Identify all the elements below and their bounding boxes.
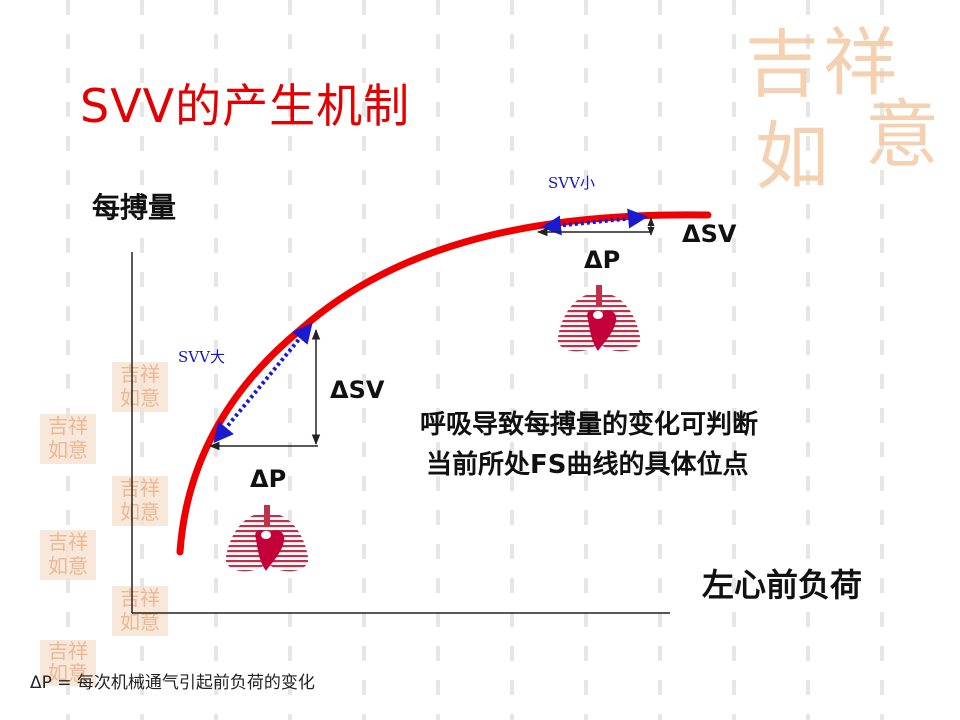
explanation-line-1: 呼吸导致每搏量的变化可判断 [420,410,759,440]
watermark-glyph: 吉 [48,530,68,554]
delta-p-upper-label: ΔP [584,246,621,274]
watermark-glyph: 意 [140,610,160,634]
watermark-glyph: 祥 [68,414,88,438]
watermark-small-6: 吉祥如意 [40,640,96,686]
x-axis-label: 左心前负荷 [702,566,863,604]
frank-starling-curve [176,211,712,556]
watermark-glyph: 吉 [48,414,68,438]
watermark-glyph: 吉 [120,476,140,500]
watermark-small-4: 吉祥如意 [40,530,96,580]
page-title: SVV的产生机制 [80,79,411,133]
watermark-glyph: 意 [68,438,88,462]
footnote: ΔP = 每次机械通气引起前负荷的变化 [30,673,315,693]
watermark-glyph: 意 [140,500,160,524]
watermark-glyph: 意 [68,661,88,685]
watermark-glyph: 意 [865,92,939,178]
watermark-glyph: 如 [120,500,140,524]
heart-lung-lower-icon [225,505,309,572]
watermark-small-5: 吉祥如意 [112,586,168,636]
y-axis-label: 每搏量 [92,191,177,224]
watermark-large: 吉 祥 如 意 [745,5,955,200]
watermark-glyph: 如 [120,386,140,410]
delta-sv-lower-label: ΔSV [330,376,385,404]
watermark-small-1: 吉祥如意 [112,362,168,412]
watermark-glyph: 祥 [823,20,897,106]
svv-small-label: SVV小 [548,174,595,192]
heart-lung-upper-icon [557,285,641,352]
watermark-glyph: 吉 [120,362,140,386]
explanation-line-2: 当前所处FS曲线的具体位点 [426,450,749,480]
svv-large-arrow [213,322,313,444]
svv-small-arrow [541,208,648,236]
watermark-small-2: 吉祥如意 [40,414,96,464]
watermark-glyph: 如 [755,114,829,200]
watermark-glyph: 祥 [140,586,160,610]
watermark-small-3: 吉祥如意 [112,476,168,526]
watermark-glyph: 祥 [140,476,160,500]
delta-sv-upper-label: ΔSV [682,220,737,248]
watermark-glyph: 吉 [745,22,819,108]
watermark-glyph: 如 [48,554,68,578]
watermark-glyph: 意 [68,554,88,578]
watermark-glyph: 如 [48,438,68,462]
watermark-glyph: 如 [120,610,140,634]
delta-p-lower-label: ΔP [250,465,287,493]
watermark-glyph: 如 [48,661,68,685]
svv-large-label: SVV大 [178,348,225,366]
watermark-glyph: 意 [140,386,160,410]
watermark-glyph: 祥 [68,639,88,663]
watermark-glyph: 祥 [140,362,160,386]
watermark-glyph: 祥 [68,530,88,554]
watermark-glyph: 吉 [120,586,140,610]
watermark-glyph: 吉 [48,639,68,663]
